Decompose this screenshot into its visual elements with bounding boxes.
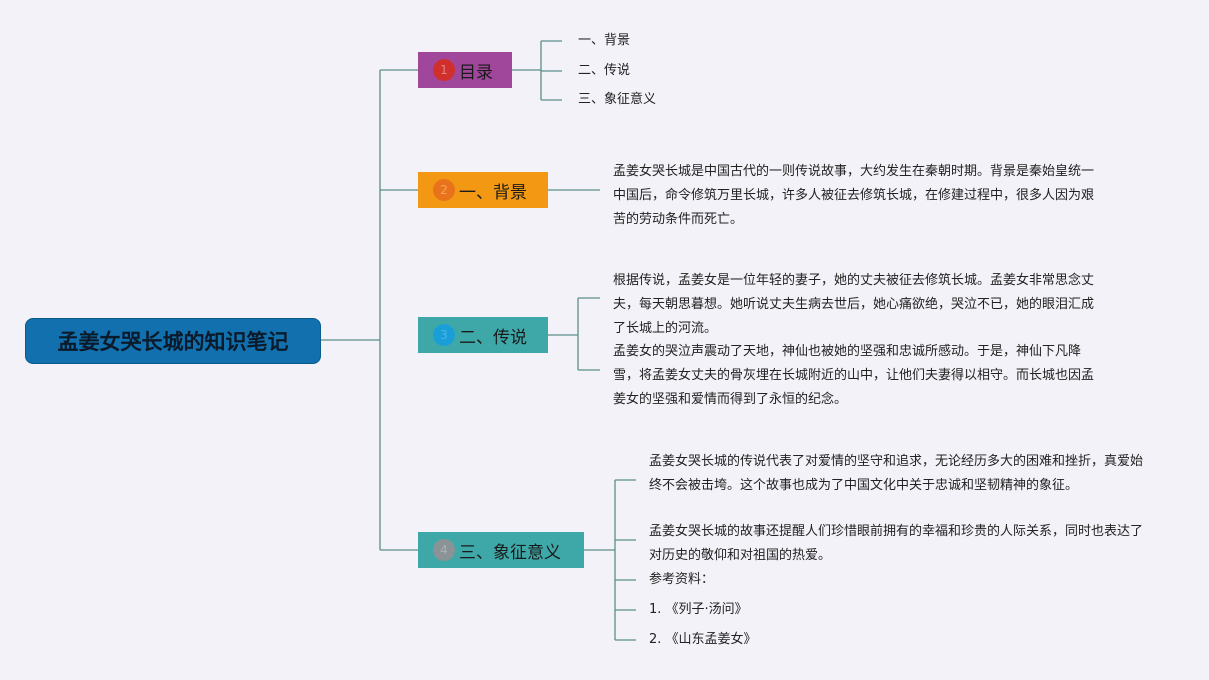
topic-label: 二、传说 [459,327,527,348]
topic-label: 一、背景 [459,182,527,203]
symbolism-paragraph-1[interactable]: 孟姜女哭长城的传说代表了对爱情的坚守和追求，无论经历多大的困难和挫折，真爱始终不… [649,454,1144,493]
topic-label: 目录 [459,62,493,83]
number-4-icon: 4 [433,539,455,561]
legend-paragraph-1[interactable]: 根据传说，孟姜女是一位年轻的妻子，她的丈夫被征去修筑长城。孟姜女非常思念丈夫，每… [613,273,1095,336]
topic-background[interactable]: 2 一、背景 [418,172,548,208]
references-label[interactable]: 参考资料： [649,572,715,587]
legend-paragraph-2[interactable]: 孟姜女的哭泣声震动了天地，神仙也被她的坚强和忠诚所感动。于是，神仙下凡降雪，将孟… [613,344,1095,407]
background-text[interactable]: 孟姜女哭长城是中国古代的一则传说故事，大约发生在秦朝时期。背景是秦始皇统一中国后… [613,164,1095,227]
toc-item[interactable]: 一、背景 [578,33,631,48]
topic-label: 三、象征意义 [459,542,561,563]
symbolism-paragraph-2[interactable]: 孟姜女哭长城的故事还提醒人们珍惜眼前拥有的幸福和珍贵的人际关系，同时也表达了对历… [649,524,1144,563]
root-title: 孟姜女哭长城的知识笔记 [57,330,289,354]
number-3-icon: 3 [433,324,455,346]
root-topic[interactable]: 孟姜女哭长城的知识笔记 [25,318,321,364]
toc-item[interactable]: 二、传说 [578,63,631,78]
number-1-icon: 1 [433,59,455,81]
reference-item[interactable]: 1. 《列子·汤问》 [649,602,748,617]
reference-item[interactable]: 2. 《山东孟姜女》 [649,632,757,647]
topic-symbolism[interactable]: 4 三、象征意义 [418,532,584,568]
topic-legend[interactable]: 3 二、传说 [418,317,548,353]
topic-toc[interactable]: 1 目录 [418,52,512,88]
number-2-icon: 2 [433,179,455,201]
toc-item[interactable]: 三、象征意义 [578,92,657,107]
